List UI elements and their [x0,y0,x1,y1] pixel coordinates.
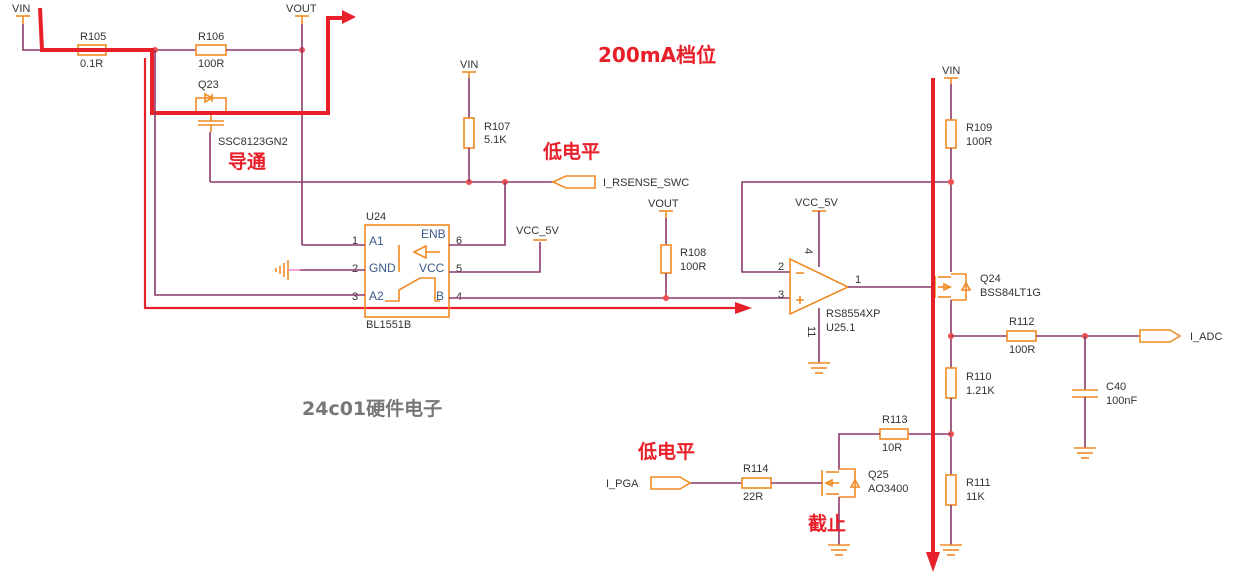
svg-text:VOUT: VOUT [648,198,679,210]
svg-text:I_PGA: I_PGA [606,478,639,490]
rsense-level-annotation: 低电平 [542,140,600,163]
pga-net-port[interactable]: I_PGA [606,476,692,490]
svg-text:R110: R110 [966,371,991,383]
svg-text:1: 1 [352,235,358,247]
svg-text:2: 2 [352,263,358,275]
svg-text:100R: 100R [198,58,224,70]
svg-text:6: 6 [456,235,462,247]
current-path-arrow-top [38,7,345,115]
svg-text:100nF: 100nF [1106,395,1137,407]
svg-text:4: 4 [456,291,462,303]
svg-text:Q25: Q25 [868,469,889,481]
current-path-arrow-main [143,58,740,310]
svg-text:11: 11 [805,326,817,337]
svg-text:4: 4 [802,248,814,254]
vout-top-port: VOUT [286,3,317,24]
svg-text:I_ADC: I_ADC [1190,331,1222,343]
svg-text:VCC: VCC [419,261,445,275]
svg-text:A2: A2 [369,289,384,303]
svg-text:5: 5 [456,263,462,275]
r112-resistor: R112 100R [1006,316,1037,356]
svg-text:R107: R107 [484,121,510,133]
svg-text:3: 3 [352,291,358,303]
svg-text:VIN: VIN [942,65,960,77]
svg-text:VCC_5V: VCC_5V [516,225,559,237]
r107-resistor: R107 5.1K [463,117,510,149]
ground-icon [275,260,300,280]
c40-capacitor: C40 100nF [1072,381,1137,407]
ground-icon [940,544,962,556]
u25-opamp: 2 3 1 4 11 RS8554XP U25.1 [778,248,880,337]
r108-resistor: R108 100R [660,244,706,274]
svg-text:I_RSENSE_SWC: I_RSENSE_SWC [603,177,689,189]
svg-text:22R: 22R [743,491,763,503]
vin-left-port: VIN [12,3,30,24]
svg-text:SSC8123GN2: SSC8123GN2 [218,136,288,148]
vout-r108-port: VOUT [648,198,679,218]
ground-icon [808,362,830,374]
svg-text:R106: R106 [198,31,224,43]
svg-text:100R: 100R [680,261,706,273]
watermark: 24c01硬件电子 [302,397,442,420]
svg-text:GND: GND [369,261,396,275]
svg-text:A1: A1 [369,234,384,248]
svg-text:AO3400: AO3400 [868,483,908,495]
vin-left-label: VIN [12,3,30,15]
q25-state-annotation: 截止 [808,512,846,535]
svg-text:R105: R105 [80,31,106,43]
r113-resistor: R113 10R [879,414,909,454]
svg-text:VCC_5V: VCC_5V [795,197,838,209]
svg-text:R109: R109 [966,122,992,134]
r111-resistor: R111 11K [945,474,991,506]
svg-text:1.21K: 1.21K [966,385,995,397]
svg-text:10R: 10R [882,442,902,454]
u24-switch-ic: U24 A1 GND A2 ENB VCC B 1 2 3 6 5 4 BL15… [352,211,462,331]
q23-mosfet: Q23 SSC8123GN2 [195,79,288,148]
svg-text:B: B [436,289,444,303]
r114-resistor: R114 22R [741,463,772,503]
svg-text:2: 2 [778,261,784,273]
svg-text:ENB: ENB [421,227,446,241]
svg-text:R108: R108 [680,247,706,259]
q24-mosfet: Q24 BSS84LT1G [934,273,1041,301]
range-title: 200mA档位 [598,43,716,67]
svg-text:100R: 100R [966,136,992,148]
svg-text:11K: 11K [966,491,985,503]
svg-text:VOUT: VOUT [286,3,317,15]
svg-text:Q24: Q24 [980,273,1001,285]
adc-net-port[interactable]: I_ADC [1139,329,1222,343]
svg-text:R111: R111 [966,477,991,489]
svg-text:R112: R112 [1009,316,1034,328]
r106-resistor: R106 100R [195,31,227,70]
svg-text:RS8554XP: RS8554XP [826,308,880,320]
svg-text:100R: 100R [1009,344,1035,356]
ground-icon [1074,447,1096,459]
vin-r109-port: VIN [942,65,960,84]
svg-text:3: 3 [778,289,784,301]
svg-text:R113: R113 [882,414,907,426]
vcc-u24-port: VCC_5V [516,225,559,241]
svg-text:Q23: Q23 [198,79,219,91]
vcc-u25-port: VCC_5V [795,197,838,212]
svg-text:U24: U24 [366,211,386,223]
svg-text:BL1551B: BL1551B [366,319,411,331]
svg-text:1: 1 [855,274,861,286]
svg-text:R114: R114 [743,463,768,475]
q25-mosfet: Q25 AO3400 [821,468,908,498]
svg-text:BSS84LT1G: BSS84LT1G [980,287,1041,299]
pga-level-annotation: 低电平 [637,440,695,463]
svg-text:5.1K: 5.1K [484,134,507,146]
vin-r107-port: VIN [460,59,478,78]
svg-text:C40: C40 [1106,381,1126,393]
r110-resistor: R110 1.21K [945,367,995,399]
svg-text:VIN: VIN [460,59,478,71]
rsense-net-port[interactable]: I_RSENSE_SWC [551,175,689,189]
ground-icon [828,544,850,556]
r109-resistor: R109 100R [945,119,992,149]
svg-text:U25.1: U25.1 [826,322,855,334]
svg-text:0.1R: 0.1R [80,58,103,70]
q23-state-annotation: 导通 [228,151,267,173]
